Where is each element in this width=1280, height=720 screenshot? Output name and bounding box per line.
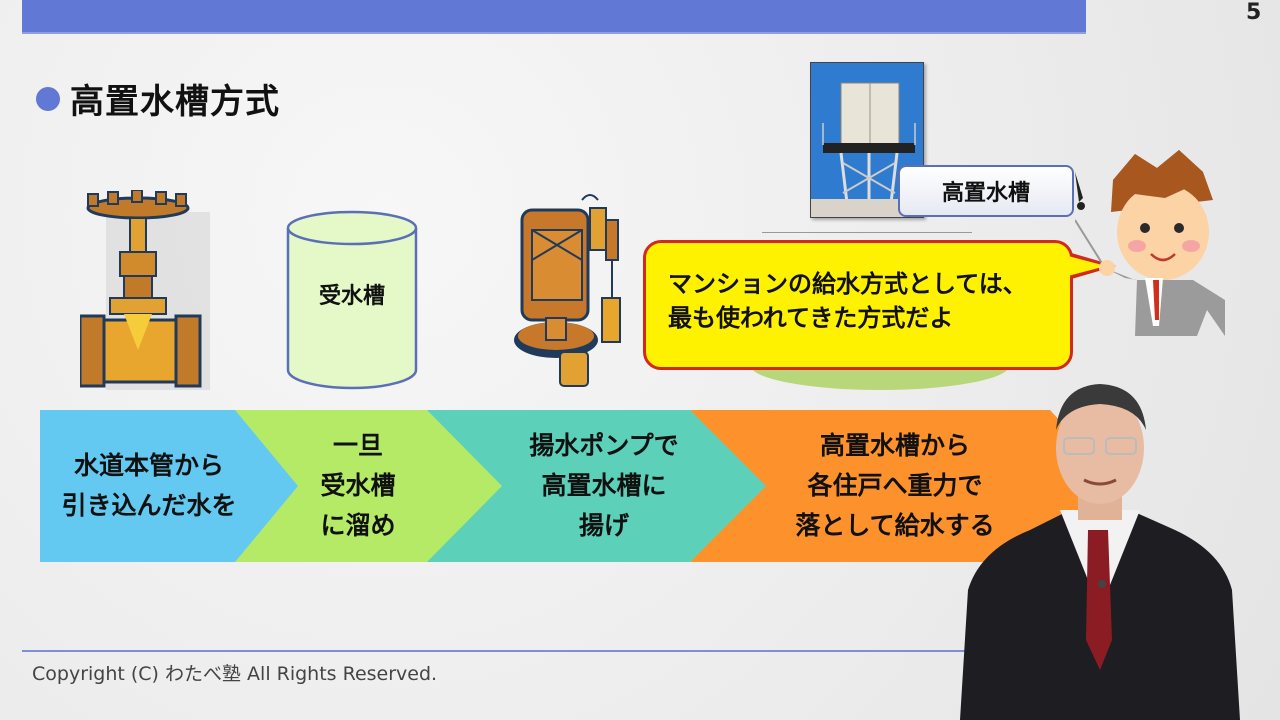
flow-step-4-line-2: 各住戸へ重力で [807,471,983,500]
flow-step-2-line-1: 一旦 [332,431,383,460]
elevated-tank-label: 高置水槽 [898,165,1074,217]
page-number: 5 [1246,0,1262,25]
flow-step-3-line-3: 揚げ [578,511,629,540]
flow-step-2-line-2: 受水槽 [320,471,396,500]
footer-divider [22,650,1022,652]
building-outline [762,232,972,244]
receiving-tank: 受水槽 [286,210,418,390]
speech-bubble: マンションの給水方式としては、 最も使われてきた方式だよ [643,240,1073,370]
header-bar [22,0,1086,34]
presenter-video [960,380,1240,720]
flow-step-3-line-1: 揚水ポンプで [529,431,679,460]
flow-step-2-line-3: に溜め [320,511,396,540]
slide-title: 高置水槽方式 [36,74,280,123]
speech-line-2: 最も使われてきた方式だよ [668,304,954,332]
flow-step-4-line-1: 高置水槽から [819,431,970,460]
flow-step-3-line-2: 高置水槽に [541,471,667,500]
gate-valve-icon [78,189,214,396]
flow-step-4-line-3: 落として給水する [795,511,995,540]
process-flow: 高置水槽から 各住戸へ重力で 落として給水する 揚水ポンプで 高置水槽に 揚げ … [40,410,1120,562]
speech-line-1: マンションの給水方式としては、 [668,270,1027,298]
flow-step-1-line-2: 引き込んだ水を [61,491,237,520]
water-pump-icon [512,190,622,390]
copyright-text: Copyright (C) わたべ塾 All Rights Reserved. [32,663,438,685]
flow-step-1: 水道本管から 引き込んだ水を [40,410,298,562]
speech-tail-inner [1068,256,1106,276]
title-text: 高置水槽方式 [70,82,280,122]
flow-step-1-line-1: 水道本管から [73,451,224,480]
receiving-tank-label: 受水槽 [318,284,385,309]
cartoon-teacher-icon [1074,150,1235,340]
bullet-icon [36,86,60,111]
